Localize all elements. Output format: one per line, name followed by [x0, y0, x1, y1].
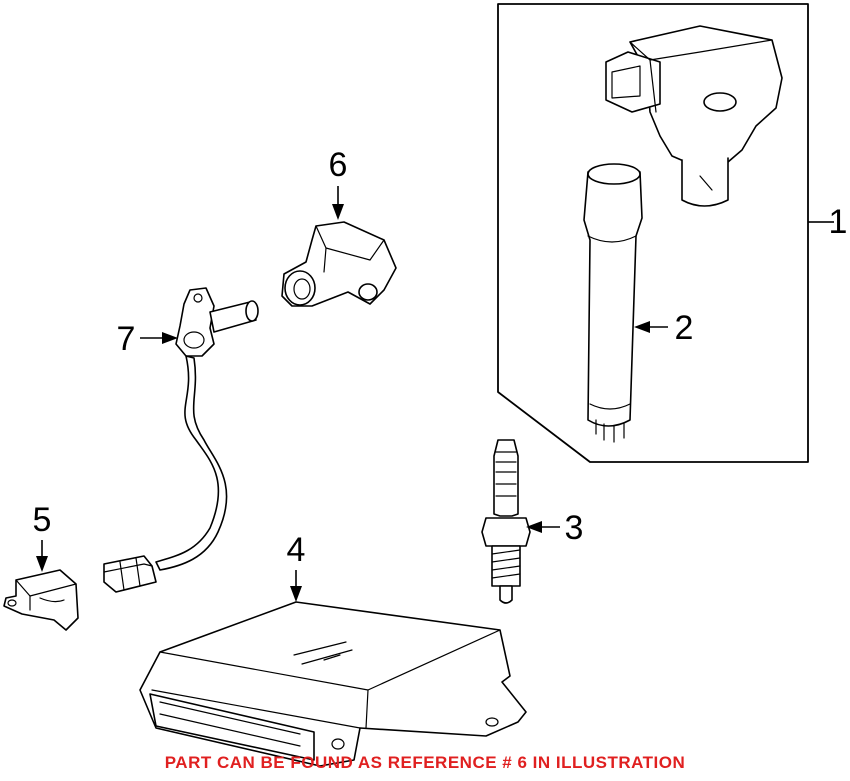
callout-6-number: 6	[329, 146, 348, 184]
callout-1: 1	[822, 203, 847, 241]
callout-2: 2	[634, 309, 693, 347]
engine-control-unit[interactable]	[139, 601, 527, 767]
callout-4: 4	[287, 531, 306, 602]
bracket-sensor[interactable]	[3, 569, 79, 631]
callout-5: 5	[33, 501, 52, 572]
ignition-coil-head[interactable]	[605, 25, 783, 207]
callout-4-number: 4	[287, 531, 306, 569]
callout-3: 3	[526, 509, 583, 547]
crankshaft-sensor[interactable]	[103, 287, 259, 593]
callout-6: 6	[329, 146, 348, 220]
callout-1-number: 1	[829, 203, 848, 241]
callout-5-number: 5	[33, 501, 52, 539]
reference-note: PART CAN BE FOUND AS REFERENCE # 6 IN IL…	[164, 753, 686, 772]
coil-boot-tube[interactable]	[583, 163, 643, 443]
callout-2-number: 2	[675, 309, 694, 347]
spark-plug[interactable]	[481, 439, 531, 604]
callout-7-number: 7	[117, 320, 136, 358]
callout-3-number: 3	[565, 509, 584, 547]
camshaft-sensor[interactable]	[281, 221, 397, 307]
callout-7: 7	[117, 320, 178, 358]
